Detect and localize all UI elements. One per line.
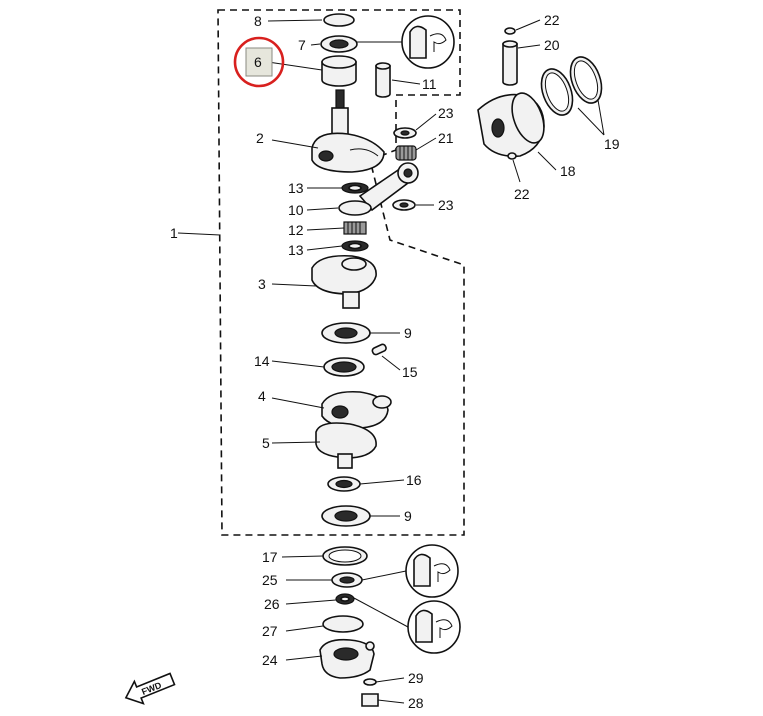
label-part-1: 1 xyxy=(170,225,178,241)
label-part-19: 19 xyxy=(604,136,620,152)
part-8-seal xyxy=(323,13,355,27)
label-part-23-lower: 23 xyxy=(438,197,454,213)
label-part-20: 20 xyxy=(544,37,560,53)
label-part-3: 3 xyxy=(258,276,266,292)
label-part-5: 5 xyxy=(262,435,270,451)
label-part-7: 7 xyxy=(298,37,306,53)
label-part-13-lower: 13 xyxy=(288,242,304,258)
fwd-arrow: FWD xyxy=(124,672,176,705)
label-part-25: 25 xyxy=(262,572,278,588)
part-20-piston-pin xyxy=(502,43,518,86)
label-part-16: 16 xyxy=(406,472,422,488)
label-part-8: 8 xyxy=(254,13,262,29)
label-part-4: 4 xyxy=(258,388,266,404)
label-part-13-upper: 13 xyxy=(288,180,304,196)
label-part-17: 17 xyxy=(262,549,278,565)
part-11-pin xyxy=(375,65,391,98)
part-10-rod-big-end xyxy=(338,200,372,216)
label-part-11: 11 xyxy=(422,76,437,92)
label-part-29: 29 xyxy=(408,670,424,686)
sealant-callout-bottom xyxy=(407,600,461,654)
label-part-24: 24 xyxy=(262,652,278,668)
label-part-22-bottom: 22 xyxy=(514,186,530,202)
label-part-6: 6 xyxy=(254,54,262,70)
part-6-highlight-box xyxy=(245,47,273,77)
part-29-washer xyxy=(363,678,377,686)
label-part-15: 15 xyxy=(402,364,418,380)
part-21-needle-bearing xyxy=(395,145,417,161)
part-22-clip-bottom xyxy=(507,152,517,160)
sealant-callout-top xyxy=(401,15,455,69)
label-part-27: 27 xyxy=(262,623,278,639)
part-27-gasket xyxy=(322,615,364,633)
label-part-14: 14 xyxy=(254,353,270,369)
label-part-26: 26 xyxy=(264,596,280,612)
sealant-callout-middle xyxy=(405,544,459,598)
part-2-crank-web xyxy=(311,132,385,173)
label-part-23-upper: 23 xyxy=(438,105,454,121)
part-15-pin xyxy=(371,343,387,356)
part-22-clip-top xyxy=(504,27,516,35)
label-part-28: 28 xyxy=(408,695,424,711)
label-part-21: 21 xyxy=(438,130,454,146)
label-part-2: 2 xyxy=(256,130,264,146)
part-5-crank-lower xyxy=(315,422,377,459)
part-6-highlight-circle[interactable] xyxy=(233,36,285,88)
label-part-9-upper: 9 xyxy=(404,325,412,341)
label-part-10: 10 xyxy=(288,202,304,218)
label-part-12: 12 xyxy=(288,222,304,238)
part-28-bolt xyxy=(361,693,379,707)
label-part-18: 18 xyxy=(560,163,576,179)
label-part-22-top: 22 xyxy=(544,12,560,28)
label-part-9-lower: 9 xyxy=(404,508,412,524)
leader-lines xyxy=(177,19,605,704)
part-12-needle-bearing xyxy=(343,221,367,235)
